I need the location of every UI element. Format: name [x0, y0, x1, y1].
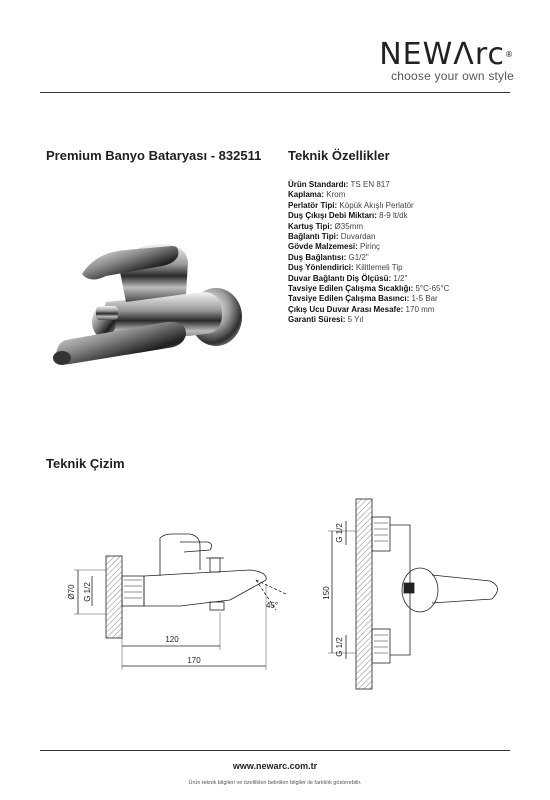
diverter	[209, 557, 221, 573]
spec-row: Çıkış Ucu Duvar Arası Mesafe: 170 mm	[288, 304, 435, 314]
label-angle: 45°	[266, 601, 278, 610]
specs-title: Teknik Özellikler	[288, 148, 390, 163]
label-150: 150	[322, 586, 331, 600]
brand-name-part1: NEW	[379, 37, 454, 72]
cartridge	[401, 567, 439, 613]
registered-mark: ®	[505, 50, 514, 59]
footer-divider	[40, 750, 510, 751]
drawing-title: Teknik Çizim	[46, 456, 125, 471]
footer-note: Ürün teknik bilgileri ve özellikleri bel…	[188, 780, 362, 786]
lever	[431, 574, 498, 604]
spec-row: Ürün Standardı: TS EN 817	[288, 180, 390, 189]
label-thread-top: G 1/2	[335, 523, 344, 543]
brand-tagline: choose your own style	[391, 69, 514, 83]
side-technical-drawing: G 1/2 G 1/2 150	[322, 498, 498, 690]
spec-row: Duş Çıkışı Debi Miktarı: 8-9 lt/dk	[288, 211, 408, 221]
brand-wordmark: NEWΛrc®	[379, 40, 514, 70]
spec-row: Kaplama: Krom	[288, 190, 346, 200]
label-120: 120	[165, 635, 179, 644]
front-technical-drawing: Ø70 G 1/2 120 170 45°	[67, 533, 287, 670]
label-diameter: Ø70	[67, 584, 76, 600]
spec-row: Duvar Bağlantı Diş Ölçüsü: 1/2"	[288, 273, 408, 283]
brand-logo: NEWΛrc® choose your own style	[379, 40, 514, 84]
spec-row: Garanti Süresi: 5 Yıl	[288, 315, 364, 325]
outlet	[209, 601, 225, 611]
cartridge	[159, 533, 201, 576]
wall-section	[355, 498, 373, 690]
wall-connector	[121, 575, 145, 607]
specs-list: Ürün Standardı: TS EN 817 Kaplama: Krom …	[288, 180, 528, 326]
spec-row: Kartuş Tipi: Ø35mm	[288, 221, 363, 231]
spec-row: Perlatör Tipi: Köpük Akışlı Perlatör	[288, 200, 414, 210]
brand-plate	[403, 582, 415, 594]
label-thread: G 1/2	[83, 582, 92, 602]
label-thread-bottom: G 1/2	[335, 637, 344, 657]
product-photo	[53, 244, 242, 365]
spec-row: Tavsiye Edilen Çalışma Sıcaklığı: 5°C-65…	[288, 284, 450, 294]
spec-row: Gövde Malzemesi: Pirinç	[288, 242, 381, 252]
connector-top	[371, 516, 391, 552]
product-title: Premium Banyo Bataryası - 832511	[46, 148, 262, 163]
wall-section	[105, 555, 123, 639]
brand-name-part2: Λrc	[453, 37, 505, 72]
header-divider	[40, 92, 510, 93]
spec-row: Bağlantı Tipi: Duvardan	[288, 232, 376, 242]
footer-url: www.newarc.com.tr	[232, 761, 318, 771]
connector-bottom	[371, 628, 391, 664]
faucet-body	[143, 569, 267, 607]
label-170: 170	[187, 656, 201, 665]
spec-row: Duş Bağlantısı: G1/2"	[288, 252, 369, 262]
lever	[180, 541, 212, 553]
spec-row: Tavsiye Edilen Çalışma Basıncı: 1-5 Bar	[288, 294, 438, 304]
spec-row: Duş Yönlendirici: Kilitlemeli Tip	[288, 263, 403, 273]
